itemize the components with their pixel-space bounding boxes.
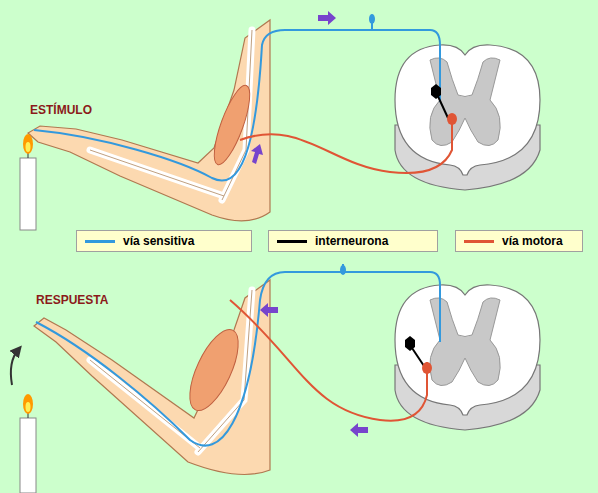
legend-item: vía motora (455, 230, 583, 252)
arm (28, 20, 270, 221)
motor-path (230, 300, 427, 421)
flame (23, 134, 33, 154)
spinal-cord (395, 45, 540, 190)
biceps (207, 82, 256, 168)
interneuron (431, 84, 441, 99)
panel-label: RESPUESTA (36, 293, 108, 307)
bone (90, 290, 252, 452)
legend-text: vía motora (502, 234, 563, 248)
flow-arrow (350, 423, 368, 437)
biceps (180, 323, 248, 417)
legend-item: interneurona (268, 230, 438, 252)
sensory-path (34, 30, 440, 181)
arm (34, 280, 270, 475)
spinal-cord (395, 285, 540, 430)
legend-sample (277, 240, 307, 243)
legend-sample (464, 240, 494, 243)
bone-outline (90, 290, 252, 452)
sensory-path (36, 272, 440, 446)
interneuron (405, 336, 415, 351)
movement-arrow (11, 350, 18, 385)
ganglion (369, 14, 375, 24)
motor-neuron (422, 362, 432, 374)
legend-sample (85, 240, 115, 243)
flow-arrow (251, 144, 263, 164)
flow-arrow (318, 11, 336, 25)
ganglion (340, 265, 346, 275)
legend-text: vía sensitiva (123, 234, 194, 248)
legend-text: interneurona (315, 234, 388, 248)
flame (23, 394, 33, 414)
candle (20, 158, 36, 230)
motor-path (240, 120, 452, 173)
panel-label: ESTÍMULO (30, 103, 92, 117)
motor-neuron (447, 113, 457, 125)
legend-item: vía sensitiva (76, 230, 252, 252)
candle (20, 418, 36, 493)
flow-arrow (260, 303, 278, 317)
